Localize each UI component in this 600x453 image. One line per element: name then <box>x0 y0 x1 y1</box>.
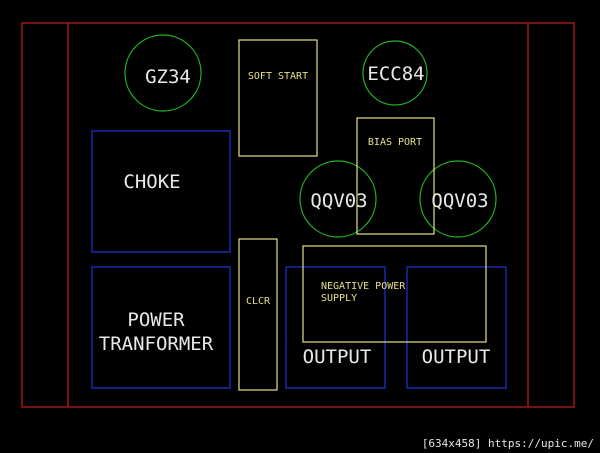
label-gz34: GZ34 <box>145 66 191 88</box>
label-soft-start: SOFT START <box>248 71 308 82</box>
tube-qqv03-left <box>299 160 377 238</box>
tube-ecc84 <box>362 40 428 106</box>
label-bias-port: BIAS PORT <box>368 137 422 148</box>
label-qqv03-right: QQV03 <box>431 190 488 212</box>
label-ecc84: ECC84 <box>367 63 424 85</box>
negative-power-supply-box <box>302 245 487 343</box>
chassis-outline <box>21 22 575 408</box>
soft-start-box <box>238 39 318 157</box>
label-power: POWER <box>127 309 185 331</box>
choke-box <box>91 130 231 253</box>
label-choke: CHOKE <box>123 171 180 193</box>
output-transformer-right-box <box>406 266 507 389</box>
label-output-right: OUTPUT <box>422 346 491 368</box>
tube-gz34 <box>124 34 202 112</box>
label-negative-power-line1: NEGATIVE POWER <box>321 281 406 292</box>
output-transformer-left-box <box>285 266 386 389</box>
image-host-footer: [634x458] https://upic.me/ <box>421 437 594 450</box>
power-transformer-box <box>91 266 231 389</box>
label-clcr: CLCR <box>246 296 271 307</box>
bias-port-box <box>356 117 435 235</box>
label-negative-power-line2: SUPPLY <box>321 293 357 304</box>
clcr-box <box>238 238 278 391</box>
tube-qqv03-right <box>419 160 497 238</box>
label-output-left: OUTPUT <box>303 346 372 368</box>
label-tranformer: TRANFORMER <box>99 333 214 355</box>
label-qqv03-left: QQV03 <box>310 190 367 212</box>
